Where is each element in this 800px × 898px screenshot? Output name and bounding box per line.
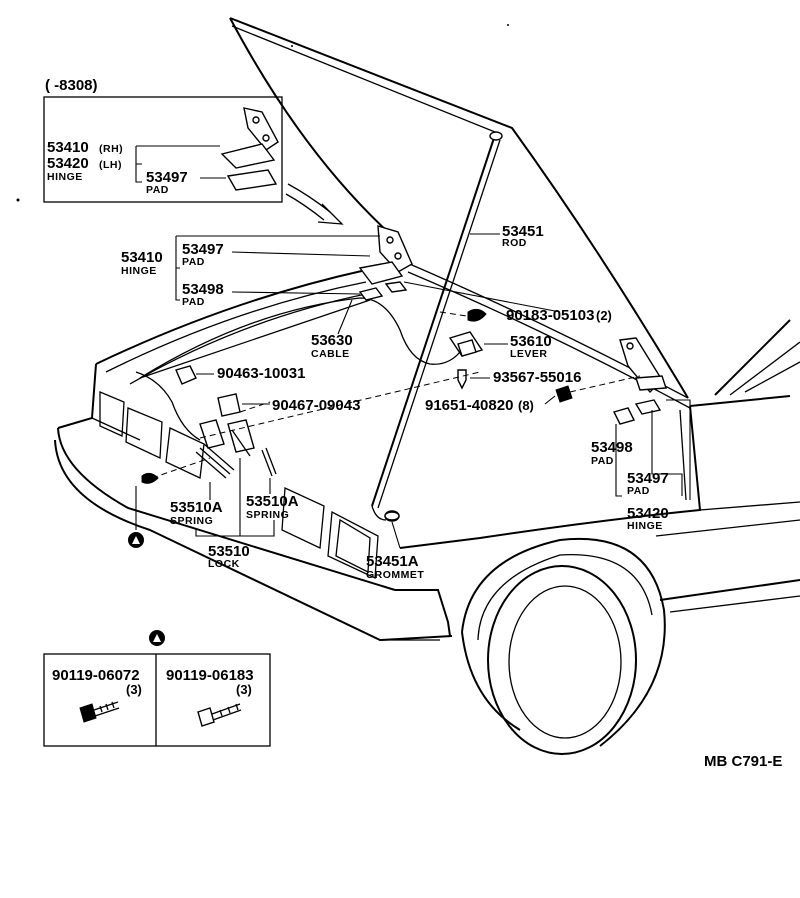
svg-text:90463-10031: 90463-10031 xyxy=(217,365,305,382)
label-hinge-left: 53410 HINGE 53497 PAD 53498 PAD xyxy=(121,235,380,308)
car-body xyxy=(54,269,800,755)
svg-text:SPRING: SPRING xyxy=(246,509,289,521)
svg-text:PAD: PAD xyxy=(182,256,205,268)
svg-text:53497: 53497 xyxy=(182,241,224,258)
inset-hinge-lh-pn: 53420 xyxy=(47,155,89,172)
bolt-b-pn: 90119-06183 xyxy=(166,667,254,684)
inset-lh-tag: (LH) xyxy=(99,159,122,171)
svg-text:ROD: ROD xyxy=(502,237,527,249)
svg-text:PAD: PAD xyxy=(627,485,650,497)
label-grommet: 53451A GROMMET xyxy=(366,521,424,581)
bolt-a-qty: (3) xyxy=(126,682,142,697)
svg-text:53497: 53497 xyxy=(627,470,669,487)
bolt-b-qty: (3) xyxy=(236,682,252,697)
svg-text:PAD: PAD xyxy=(182,296,205,308)
label-bolt: 91651-40820 (8) xyxy=(425,395,556,414)
label-hinge-right: 53498 PAD 53497 PAD 53420 HINGE xyxy=(591,399,691,532)
bolt-a-icon xyxy=(79,701,120,723)
inset-hinge-name: HINGE xyxy=(47,171,83,183)
fastener-section: 90119-06072 (3) 90119-06183 (3) xyxy=(43,630,271,747)
label-cable: 53630 CABLE xyxy=(311,299,353,360)
label-lock: 53510A SPRING 53510A SPRING 53510 LOCK xyxy=(170,458,299,570)
svg-text:HINGE: HINGE xyxy=(627,520,663,532)
release-cable xyxy=(135,297,461,441)
svg-text:90183-05103: 90183-05103 xyxy=(506,307,594,324)
label-clamp2: 90467-09043 xyxy=(242,397,360,414)
label-rod: 53451 ROD xyxy=(470,223,544,249)
label-clip: 90183-05103 (2) xyxy=(403,281,612,324)
svg-text:(8): (8) xyxy=(518,398,534,413)
bolt-a-pn: 90119-06072 xyxy=(52,667,140,684)
speck xyxy=(16,198,20,202)
svg-text:53510: 53510 xyxy=(208,543,250,560)
svg-text:(2): (2) xyxy=(596,308,612,323)
lock-assembly xyxy=(141,311,641,521)
inset-box: ( -8308) 53410 (RH) 53420 (LH) HINGE 534… xyxy=(43,77,283,203)
svg-text:GROMMET: GROMMET xyxy=(366,569,424,581)
svg-text:LEVER: LEVER xyxy=(510,348,548,360)
svg-text:91651-40820: 91651-40820 xyxy=(425,397,513,414)
svg-text:53498: 53498 xyxy=(182,281,224,298)
speck xyxy=(507,24,509,26)
svg-text:53410: 53410 xyxy=(121,249,163,266)
inset-range-label: ( -8308) xyxy=(45,77,98,94)
svg-text:53610: 53610 xyxy=(510,333,552,350)
label-clamp1: 90463-10031 xyxy=(196,365,305,382)
svg-text:53498: 53498 xyxy=(591,439,633,456)
diagram-code: MB C791-E xyxy=(704,753,782,770)
svg-text:LOCK: LOCK xyxy=(208,558,240,570)
svg-text:CABLE: CABLE xyxy=(311,348,350,360)
inset-arrow xyxy=(285,183,344,225)
inset-hinge-rh-pn: 53410 xyxy=(47,139,89,156)
hinge-right xyxy=(555,337,667,425)
bolt-b-icon xyxy=(197,703,242,727)
inset-pad-name: PAD xyxy=(146,184,169,196)
svg-text:53451: 53451 xyxy=(502,223,544,240)
svg-text:53510A: 53510A xyxy=(170,499,223,516)
inset-rh-tag: (RH) xyxy=(99,143,123,155)
svg-text:HINGE: HINGE xyxy=(121,265,157,277)
svg-text:93567-55016: 93567-55016 xyxy=(493,369,581,386)
svg-text:53420: 53420 xyxy=(627,505,669,522)
inset-pad-pn: 53497 xyxy=(146,169,188,186)
svg-text:53451A: 53451A xyxy=(366,553,419,570)
release-lever xyxy=(448,308,487,390)
svg-text:PAD: PAD xyxy=(591,455,614,467)
svg-text:53630: 53630 xyxy=(311,332,353,349)
label-lever: 53610 LEVER xyxy=(484,333,552,360)
speck xyxy=(291,45,293,47)
svg-text:SPRING: SPRING xyxy=(170,515,213,527)
hood-prop-rod xyxy=(371,131,503,522)
label-screw: 93567-55016 xyxy=(470,369,581,386)
svg-text:53510A: 53510A xyxy=(246,493,299,510)
hinge-left xyxy=(358,225,413,301)
triangle-marker-body xyxy=(128,486,144,548)
svg-text:90467-09043: 90467-09043 xyxy=(272,397,360,414)
